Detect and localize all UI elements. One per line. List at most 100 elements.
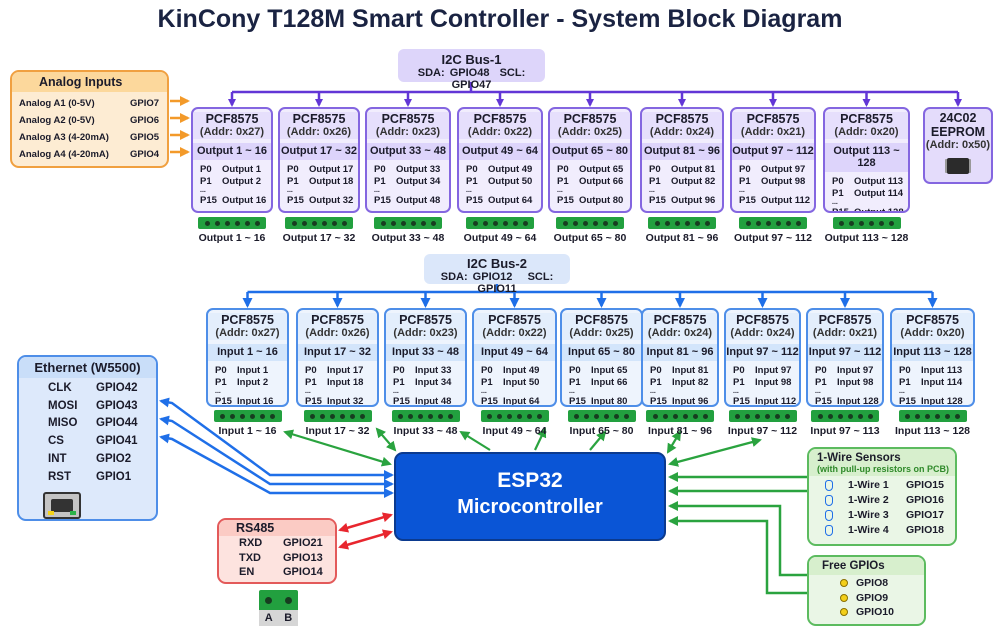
signal-name: INT [48,452,67,465]
chip-icon [947,158,969,174]
pin-channel: Input 49 [503,365,540,376]
pin-channel: Input 18 [327,376,364,388]
pin-name: P1 [466,175,478,187]
pin-name: P15 [557,195,574,206]
pin-name: P0 [569,365,581,376]
chip-name: PCF8575 [736,313,789,327]
signal-name: 1-Wire 3 [848,509,889,521]
pin-row: ... [649,187,722,195]
pin-name: P15 [899,396,916,407]
connector-label: Output 113 ~ 128 [824,232,909,244]
analog-arrows [170,96,190,157]
signal-name: 1-Wire 1 [848,479,889,491]
channel-range: Output 1 ~ 16 [193,143,271,160]
signal-name: Analog A3 (4-20mA) [19,132,109,143]
terminal-block-connector [567,410,636,422]
panel-title: RS485 [219,520,335,536]
pin-name: P0 [899,365,911,376]
pin-name: ... [200,187,206,194]
pin-channel: Output 98 [761,175,806,187]
pin-row: ... [481,388,555,396]
pin-name: P0 [466,164,478,175]
channel-range: Input 1 ~ 16 [208,344,287,361]
pin-name: P15 [569,396,586,407]
pin-channel: Output 50 [488,175,533,187]
gpio-pin: GPIO44 [96,417,138,430]
pin-row: ... [374,187,449,195]
pin-row: ... [200,187,271,195]
terminal-block-connector [303,410,372,422]
pin-name: ... [215,388,221,395]
gpio-pin: GPIO13 [283,551,323,564]
gpio-pin: GPIO41 [96,435,138,448]
pin-row: P15 Output 32 [287,195,358,207]
channel-range: Output 17 ~ 32 [280,143,358,160]
pin-name: P0 [374,164,386,175]
chip-name: PCF8575 [653,313,707,327]
pin-channel: Output 49 [488,164,533,175]
input-arrows [283,427,762,467]
chip-address: (Addr: 0x20) [900,327,965,339]
panel-subtitle: (with pull-up resistors on PCB) [817,464,949,474]
connector-label: Input 81 ~ 96 [648,425,712,437]
chip-address: (Addr: 0x26) [286,126,352,138]
bus-sda: SDA: GPIO48 [417,67,490,79]
connector-label: Input 113 ~ 128 [895,425,970,437]
pin-channel: Input 48 [415,396,452,407]
pin-name: ... [481,388,487,395]
connector-label: Output 97 ~ 112 [734,232,812,244]
pin-channel: Output 113 [854,176,904,187]
chip-name: PCF8575 [840,112,893,126]
chip-name: PCF8575 [488,313,541,327]
pin-name: P15 [287,195,304,206]
pin-channel: Output 32 [309,195,354,206]
chip-name: PCF8575 [563,112,617,126]
pin-name: P0 [481,365,493,376]
pin-channel: Output 96 [671,195,716,206]
terminal-block-connector [646,410,714,422]
thermometer-icon [825,510,833,521]
terminal-block-connector [466,217,534,229]
pin-channel: Input 32 [327,396,364,407]
pin-channel: Input 2 [237,376,269,388]
terminal-block-connector [285,217,353,229]
pin-channel: Input 80 [591,396,628,407]
pin-name: ... [557,187,563,194]
pin-channel: Output 114 [854,187,904,199]
terminal-block-connector [728,410,797,422]
chip-address: (Addr: 0x20) [834,126,899,138]
signal-name: MISO [48,417,78,430]
connector-label: Input 33 ~ 48 [393,425,458,437]
pin-name: P1 [200,175,212,187]
signal-name: Analog A2 (0-5V) [19,115,95,126]
pin-channel: Input 97 [755,365,792,376]
chip-address: (Addr: 0x27) [199,126,265,138]
gpio-pin: GPIO10 [856,606,894,618]
pin-row: ... [650,388,717,396]
pin-name: ... [650,388,656,395]
pin-channel: Output 33 [396,164,441,175]
onewire-gpio-arrows [668,472,807,595]
bus-scl: SCL: GPIO47 [451,67,526,91]
pin-channel: Input 66 [591,376,628,388]
channel-range: Input 97 ~ 112 [808,344,882,361]
pin-channel: Output 66 [579,175,624,187]
pin-name: ... [466,187,472,194]
pin-channel: Output 1 [222,164,262,175]
